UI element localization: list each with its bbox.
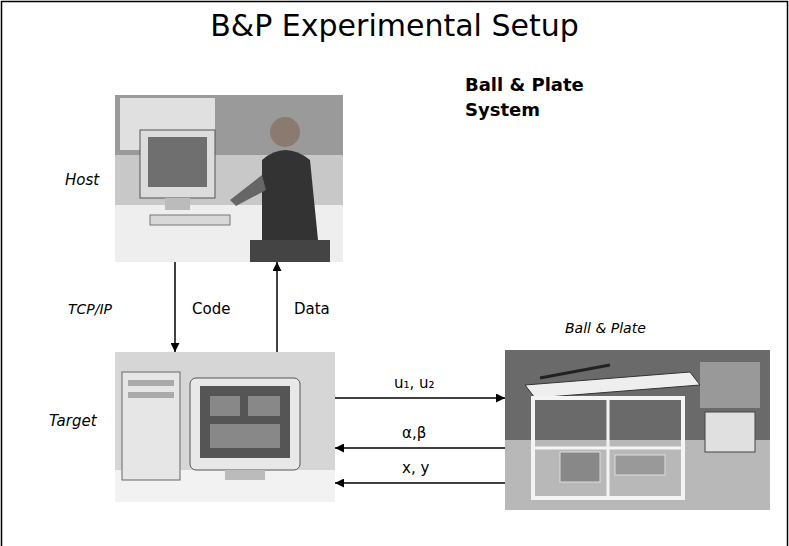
signal-arrow — [174, 262, 176, 352]
photo-caption: Ball & Plate — [565, 320, 646, 336]
host-photo — [115, 95, 343, 262]
protocol-label: TCP/IP — [68, 300, 112, 320]
ball-and-plate-photo — [505, 350, 770, 510]
target-photo — [115, 352, 335, 502]
photo-box: Target — [115, 352, 335, 502]
slide-title: B&P Experimental Setup — [0, 8, 789, 43]
signal-arrow — [276, 262, 278, 352]
edge-label: u₁, u₂ — [392, 374, 437, 392]
edge-label: Code — [190, 300, 232, 318]
signal-arrow — [335, 397, 505, 399]
photo-caption: Host — [65, 171, 99, 189]
photo-caption: Target — [49, 412, 97, 430]
signal-arrow — [335, 447, 505, 449]
photo-box: Ball & Plate — [505, 350, 770, 510]
edge-label: x, y — [400, 459, 431, 477]
system-label: Ball & Plate System — [465, 72, 605, 122]
signal-arrow — [335, 482, 505, 484]
photo-box: Host — [115, 95, 343, 262]
edge-label: α,β — [400, 424, 428, 442]
edge-label: Data — [292, 300, 332, 318]
